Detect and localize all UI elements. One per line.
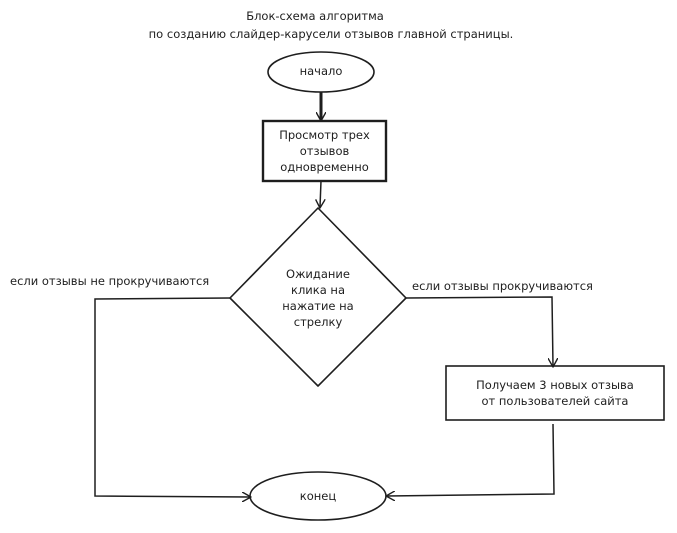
view-label-line1: Просмотр трех: [279, 128, 370, 142]
decision-label-line3: нажатие на: [282, 299, 354, 313]
result-label-line1: Получаем 3 новых отзыва: [476, 378, 634, 392]
decision-label-line2: клика на: [291, 283, 345, 297]
decision-node: [229, 207, 407, 387]
view-label-line3: одновременно: [280, 160, 369, 174]
decision-label-line4: стрелку: [293, 315, 343, 329]
start-label: начало: [299, 64, 343, 78]
diagram-title-line2: по созданию слайдер-карусели отзывов гла…: [148, 27, 514, 41]
result-node: [445, 365, 665, 421]
edge-label-scroll: если отзывы прокручиваются: [412, 279, 593, 293]
end-node: [249, 471, 387, 521]
edge-label-no-scroll: если отзывы не прокручиваются: [10, 274, 210, 288]
edge-scroll: [405, 296, 553, 366]
result-label-line2: от пользователей сайта: [481, 394, 629, 408]
edge-no-scroll: [94, 297, 250, 497]
arrow-view-to-decision: [320, 180, 321, 207]
end-label: конец: [299, 489, 337, 503]
view-label-line2: отзывов: [299, 144, 350, 158]
view-node: [261, 119, 388, 183]
decision-label-line1: Ожидание: [286, 267, 350, 281]
diagram-title-line1: Блок-схема алгоритма: [246, 9, 384, 23]
arrow-result-to-end: [387, 423, 555, 496]
